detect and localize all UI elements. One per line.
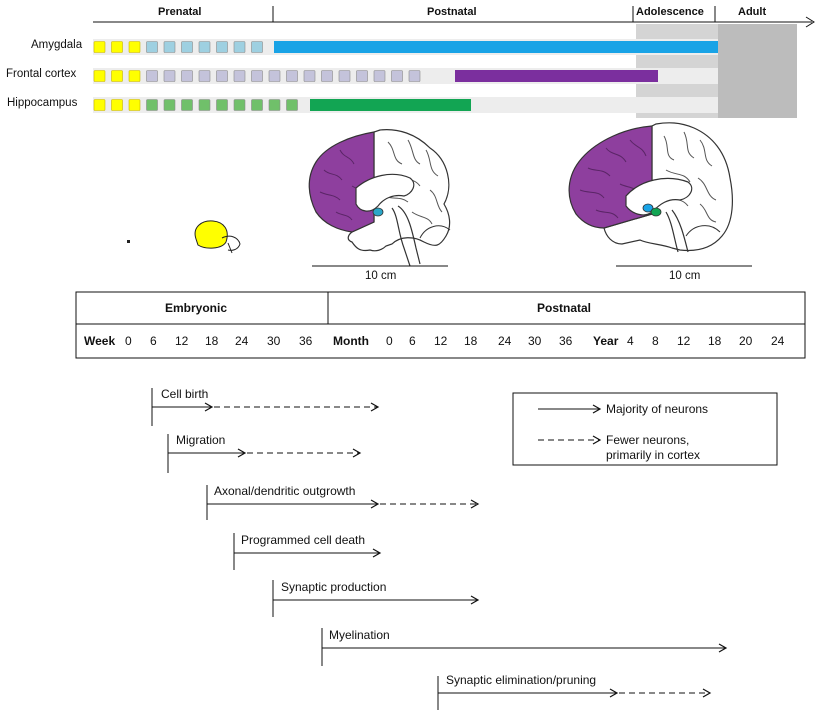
development-square-frontal-cortex [338,70,351,82]
maturation-bar-hippocampus [310,99,471,111]
development-square-amygdala [216,41,228,53]
period-postnatal: Postnatal [427,6,477,18]
embryonic-brain-drawing [127,220,241,254]
development-square-amygdala [198,41,211,53]
development-square-amygdala [181,41,193,53]
month-tick: 6 [409,334,416,348]
adult-band [718,24,797,118]
year-tick: 20 [739,334,753,348]
development-square-frontal-cortex [286,70,298,82]
development-square-frontal-cortex [198,70,211,82]
month-tick: 30 [528,334,542,348]
month-tick: 0 [386,334,393,348]
period-adult: Adult [738,6,767,18]
table-embryonic-header: Embryonic [165,301,228,315]
region-label-frontal-cortex: Frontal cortex [6,68,77,80]
week-tick: 6 [150,334,157,348]
region-label-hippocampus: Hippocampus [7,97,78,109]
week-tick: 36 [299,334,313,348]
development-square-frontal-cortex [181,70,193,82]
process-label-programmed-cell-death: Programmed cell death [241,533,366,547]
week-tick: 18 [205,334,219,348]
development-square-amygdala [146,41,158,53]
development-square-frontal-cortex [373,70,386,82]
development-square-hippocampus [268,99,281,111]
development-square-frontal-cortex [356,70,368,82]
scale-label-adult: 10 cm [669,270,701,282]
process-label-synaptic-production: Synaptic production [281,580,387,594]
development-square-frontal-cortex [146,70,158,82]
year-tick: 4 [627,334,634,348]
month-tick: 18 [464,334,478,348]
early-square-amygdala [93,41,106,53]
year-tick: 8 [652,334,659,348]
development-square-amygdala [251,41,263,53]
year-label: Year [593,334,619,348]
development-square-frontal-cortex [321,70,333,82]
adult-brain-drawing [568,122,733,253]
week-tick: 30 [267,334,281,348]
development-square-frontal-cortex [251,70,263,82]
legend-dashed-label-line2: primarily in cortex [606,448,701,462]
region-rows [93,39,718,113]
scale-label-child: 10 cm [365,270,397,282]
period-adolescence: Adolescence [636,6,704,18]
year-tick: 24 [771,334,785,348]
early-square-hippocampus [128,99,141,111]
week-tick: 24 [235,334,249,348]
week-tick: 12 [175,334,189,348]
month-tick: 24 [498,334,512,348]
development-square-frontal-cortex [233,70,246,82]
development-square-frontal-cortex [163,70,176,82]
development-square-amygdala [233,41,246,53]
early-square-amygdala [111,41,123,53]
year-tick: 12 [677,334,691,348]
legend-solid-label: Majority of neurons [606,402,709,416]
development-square-hippocampus [163,99,176,111]
timeline-arrow-icon [805,16,815,28]
early-square-frontal-cortex [111,70,123,82]
process-label-axonal-dendritic-outgrowth: Axonal/dendritic outgrowth [214,484,356,498]
week-tick: 0 [125,334,132,348]
development-square-frontal-cortex [391,70,403,82]
year-tick: 18 [708,334,722,348]
early-square-frontal-cortex [93,70,106,82]
process-label-myelination: Myelination [329,628,390,642]
child-brain-drawing [308,129,451,267]
process-label-synaptic-elimination-pruning: Synaptic elimination/pruning [446,673,597,687]
development-square-frontal-cortex [268,70,281,82]
development-square-hippocampus [198,99,211,111]
month-label: Month [333,334,369,348]
development-square-frontal-cortex [408,70,421,82]
development-square-frontal-cortex [303,70,316,82]
maturation-bar-frontal-cortex [455,70,658,82]
development-square-hippocampus [181,99,193,111]
development-square-hippocampus [146,99,158,111]
early-square-amygdala [128,41,141,53]
month-tick: 36 [559,334,573,348]
development-square-amygdala [163,41,176,53]
development-square-hippocampus [251,99,263,111]
age-table-border [75,291,806,359]
process-arrows [151,388,728,710]
month-tick: 12 [434,334,448,348]
development-square-hippocampus [233,99,246,111]
development-square-hippocampus [216,99,228,111]
legend-dashed-label-line1: Fewer neurons, [606,433,690,447]
table-postnatal-header: Postnatal [537,301,592,315]
early-square-frontal-cortex [128,70,141,82]
process-label-migration: Migration [176,433,226,447]
development-square-hippocampus [286,99,298,111]
maturation-bar-amygdala [274,41,718,53]
period-prenatal: Prenatal [158,6,202,18]
early-square-hippocampus [93,99,106,111]
legend-box [512,392,778,466]
region-label-amygdala: Amygdala [31,39,83,51]
process-label-cell-birth: Cell birth [161,387,209,401]
development-square-frontal-cortex [216,70,228,82]
early-square-hippocampus [111,99,123,111]
week-label: Week [84,334,116,348]
